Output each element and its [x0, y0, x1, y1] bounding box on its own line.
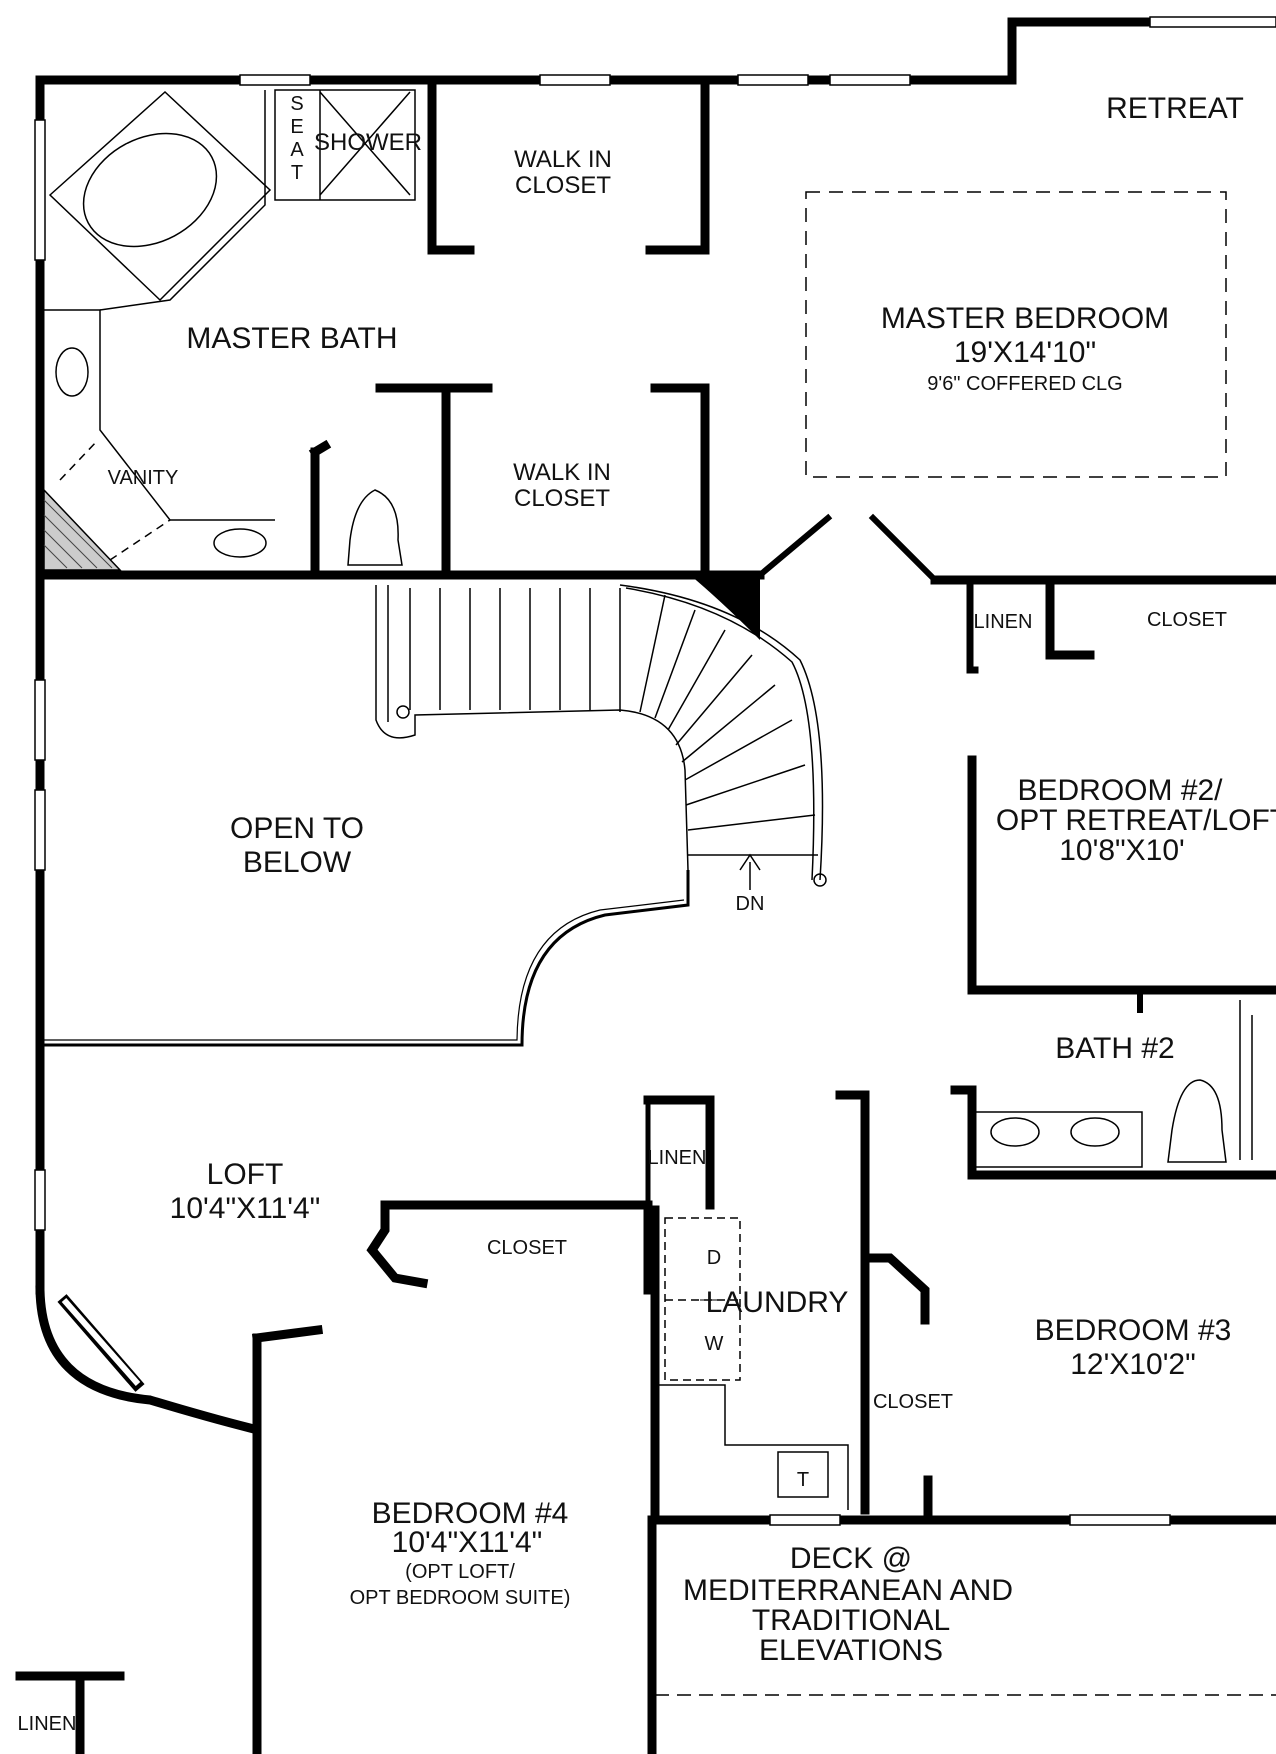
label-stair-dn: DN [736, 893, 765, 915]
label-linen-bottom: LINEN [18, 1713, 77, 1735]
label-bedroom2-line1: BEDROOM #2/ [1017, 774, 1223, 807]
label-bedroom4-note2: OPT BEDROOM SUITE) [350, 1587, 571, 1609]
label-walk-in-closet-upper-2: CLOSET [515, 172, 611, 199]
label-deck-4: ELEVATIONS [759, 1634, 943, 1667]
label-retreat: RETREAT [1106, 92, 1244, 125]
label-loft: LOFT [207, 1158, 284, 1191]
label-closet-bedroom3: CLOSET [873, 1391, 953, 1413]
label-master-bedroom-size: 19'X14'10" [954, 336, 1096, 369]
label-bedroom4: BEDROOM #4 [372, 1497, 569, 1530]
label-bath2: BATH #2 [1055, 1032, 1175, 1065]
room-labels: RETREAT MASTER BEDROOM 19'X14'10" 9'6" C… [18, 92, 1276, 1735]
label-bedroom4-note1: (OPT LOFT/ [405, 1561, 515, 1583]
windows [34, 16, 1276, 1231]
label-vanity: VANITY [108, 467, 179, 489]
label-seat-t: T [291, 162, 303, 184]
label-loft-size: 10'4"X11'4" [170, 1192, 321, 1225]
label-linen-top: LINEN [974, 611, 1033, 633]
master-bath-fixtures [40, 89, 416, 566]
label-deck-1: DECK @ [790, 1542, 912, 1575]
stair-newel-wedge [690, 575, 760, 640]
label-open-to-below-2: BELOW [243, 846, 352, 879]
laundry-fixtures [655, 1217, 849, 1510]
label-bedroom3-size: 12'X10'2" [1070, 1348, 1196, 1381]
label-open-to-below-1: OPEN TO [230, 812, 364, 845]
bath2-fixtures [971, 1000, 1253, 1168]
label-deck-2: MEDITERRANEAN AND [683, 1574, 1013, 1607]
label-bedroom4-size: 10'4"X11'4" [392, 1526, 543, 1559]
label-master-bath: MASTER BATH [186, 322, 397, 355]
stair [375, 584, 827, 890]
label-laundry-tub: T [797, 1469, 809, 1491]
label-closet-top-right: CLOSET [1147, 609, 1227, 631]
label-seat-e: E [290, 116, 303, 138]
label-laundry: LAUNDRY [706, 1286, 849, 1319]
coffered-ceiling-outline [805, 191, 1227, 478]
label-bedroom2-size: 10'8"X10' [1059, 834, 1185, 867]
label-washer: W [705, 1333, 724, 1355]
label-linen-mid: LINEN [648, 1147, 707, 1169]
label-shower: SHOWER [314, 129, 422, 156]
label-walk-in-closet-lower-2: CLOSET [514, 485, 610, 512]
open-to-below-edge [40, 870, 690, 1047]
exterior-walls [35, 17, 1276, 1754]
label-seat-a: A [290, 139, 304, 161]
label-walk-in-closet-lower-1: WALK IN [513, 459, 611, 486]
label-deck-3: TRADITIONAL [752, 1604, 950, 1637]
label-walk-in-closet-upper-1: WALK IN [514, 146, 612, 173]
label-dryer: D [707, 1247, 721, 1269]
interior-walls [15, 75, 1276, 1754]
label-bedroom2-line2: OPT RETREAT/LOFT [996, 804, 1276, 837]
label-bedroom3: BEDROOM #3 [1035, 1314, 1232, 1347]
label-master-bedroom-note: 9'6" COFFERED CLG [927, 373, 1122, 395]
label-seat-s: S [290, 93, 303, 115]
label-closet-loft: CLOSET [487, 1237, 567, 1259]
label-master-bedroom: MASTER BEDROOM [881, 302, 1169, 335]
